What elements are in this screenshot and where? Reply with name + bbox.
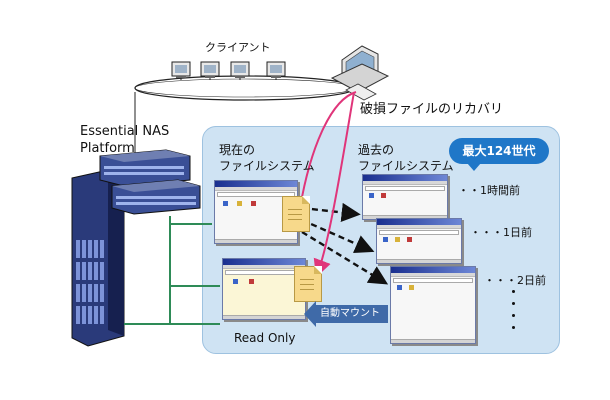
nas-rack-unit-1 [99, 149, 191, 187]
past-fs-title-line1: 過去の [358, 143, 395, 157]
recovery-label: 破損ファイルのリカバリ [360, 102, 504, 117]
arrow-to-2days [301, 230, 389, 285]
recovered-file-icon [294, 266, 322, 302]
more-generations-dots [512, 290, 516, 330]
current-fs-title-line1: 現在の [219, 143, 256, 157]
current-file-icon [282, 196, 310, 232]
label-2-days-ago: ・・・2日前 [484, 274, 546, 287]
read-only-label: Read Only [234, 331, 296, 345]
current-fs-title-line2: ファイルシステム [219, 159, 315, 173]
nas-label-line1: Essential NAS [80, 124, 170, 139]
client-pc-1 [171, 61, 191, 78]
past-fs-title-line2: ファイルシステム [358, 159, 454, 173]
nas-tower-icon [71, 169, 125, 347]
client-pc-2 [200, 61, 220, 78]
label-1-hour-ago: ・・1時間前 [458, 184, 520, 197]
arrow-to-1day [301, 218, 375, 253]
auto-mount-arrow: 自動マウント [304, 301, 388, 327]
arrow-to-1hour [301, 202, 361, 222]
client-label: クライアント [205, 41, 271, 54]
recovery-curve-lower [313, 91, 355, 278]
readonly-fs-window [222, 258, 306, 320]
client-pc-3 [230, 61, 250, 78]
recovery-curve-upper [299, 91, 357, 209]
workstation-icon [330, 45, 390, 101]
label-1-day-ago: ・・・1日前 [470, 226, 532, 239]
max-generations-badge: 最大124世代 [449, 138, 549, 171]
snapshot-window-1hour [362, 174, 448, 220]
nas-label-line2: Platform [80, 141, 135, 156]
snapshot-window-1day [376, 218, 462, 264]
client-pc-4 [266, 61, 286, 78]
nas-rack-unit-2 [111, 179, 201, 215]
snapshot-window-2days [390, 266, 476, 344]
